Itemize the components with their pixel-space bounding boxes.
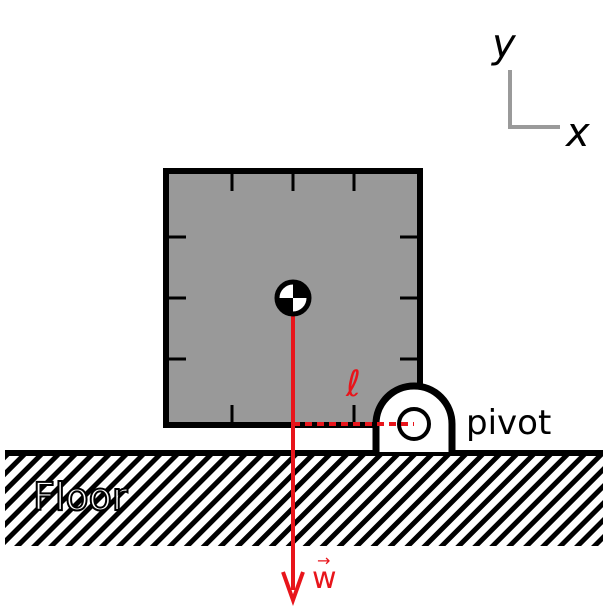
weight-vector: → w — [281, 298, 337, 606]
weight-arrow-accent: → — [317, 551, 330, 570]
floor-label: Floor — [33, 475, 128, 519]
axis-x-label: x — [564, 110, 590, 156]
weight-label: w — [312, 561, 337, 596]
axes-lines — [508, 70, 560, 129]
floor: Floor — [5, 450, 603, 546]
axis-y-label: y — [491, 21, 517, 67]
pivot-label: pivot — [466, 403, 551, 443]
moment-arm: ℓ — [293, 364, 414, 426]
floor-hatching — [5, 453, 603, 546]
weight-arrow-head — [281, 571, 305, 606]
com-outline — [274, 279, 312, 317]
pivot: pivot — [372, 382, 551, 452]
axes-indicator: y x — [491, 21, 590, 156]
center-of-mass-icon — [274, 279, 312, 317]
moment-arm-label: ℓ — [345, 364, 361, 405]
